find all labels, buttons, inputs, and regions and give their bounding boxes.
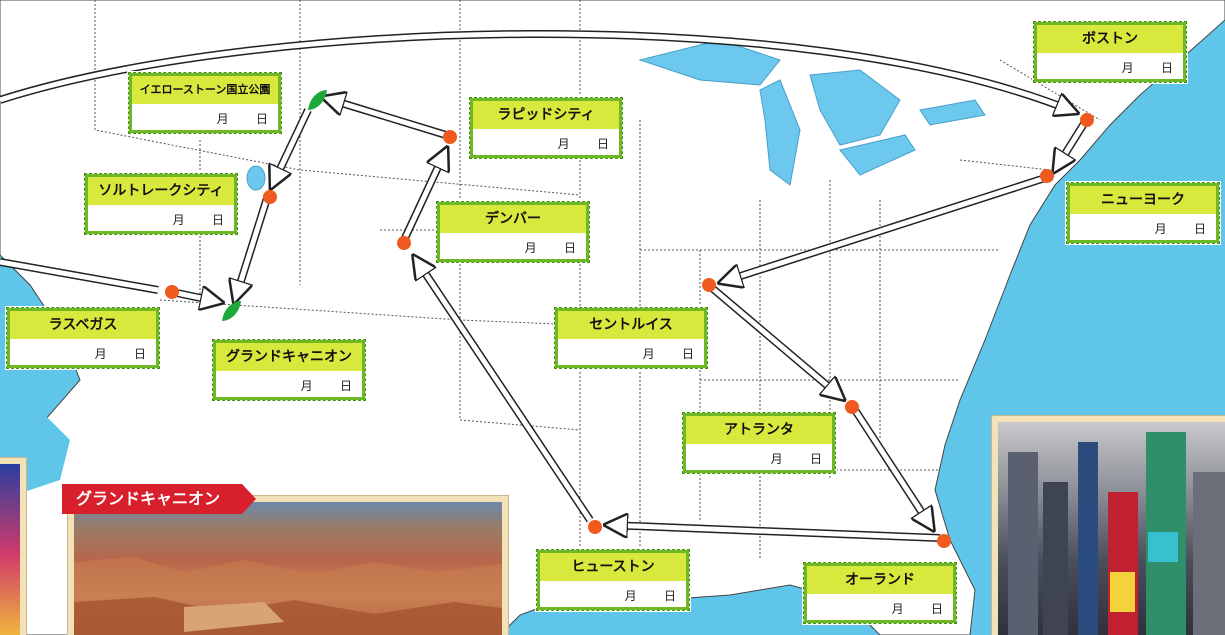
month-label: 月 (557, 137, 570, 151)
stamp-title: ボストン (1037, 25, 1183, 53)
great-salt-lake (246, 165, 266, 191)
stamp-atlanta: アトランタ 月 日 (682, 412, 836, 474)
month-label: 月 (172, 213, 185, 227)
stamp-title: ソルトレークシティ (88, 177, 234, 205)
month-label: 月 (770, 452, 783, 466)
stamp-grand-canyon: グランドキャニオン 月 日 (212, 339, 366, 401)
stamp-rapid-city: ラピッドシティ 月 日 (469, 97, 623, 159)
stamp-title: ニューヨーク (1070, 186, 1216, 214)
stamp-title: アトランタ (686, 416, 832, 444)
month-label: 月 (300, 379, 313, 393)
photo-left-edge (0, 458, 26, 635)
marker-orlando (937, 534, 951, 548)
marker-salt-lake-city (263, 190, 277, 204)
stamp-orlando: オーランド 月 日 (803, 562, 957, 624)
month-label: 月 (624, 589, 637, 603)
city-markers (165, 113, 1094, 548)
month-label: 月 (1154, 222, 1167, 236)
stamp-title: セントルイス (558, 311, 704, 339)
marker-denver (397, 236, 411, 250)
month-label: 月 (216, 112, 229, 126)
day-label: 日 (596, 137, 609, 151)
stamp-title: グランドキャニオン (216, 343, 362, 371)
great-lakes (638, 39, 986, 186)
marker-st-louis (702, 278, 716, 292)
stamp-yellowstone: イエローストーン国立公園 月 日 (128, 72, 282, 134)
marker-houston (588, 520, 602, 534)
day-label: 日 (563, 241, 576, 255)
marker-rapid-city (443, 130, 457, 144)
stamp-title: ヒューストン (540, 553, 686, 581)
day-label: 日 (681, 347, 694, 361)
day-label: 日 (1193, 222, 1206, 236)
month-label: 月 (642, 347, 655, 361)
stamp-title: ラピッドシティ (473, 101, 619, 129)
day-label: 日 (930, 602, 943, 616)
month-label: 月 (1121, 61, 1134, 75)
canyon-illustration (74, 557, 502, 635)
day-label: 日 (1160, 61, 1173, 75)
stamp-boston: ボストン 月 日 (1033, 21, 1187, 83)
stamp-title: ラスベガス (10, 311, 156, 339)
day-label: 日 (133, 347, 146, 361)
month-label: 月 (891, 602, 904, 616)
times-square-photo (992, 416, 1225, 635)
leaf-icon-grand-canyon (222, 301, 241, 321)
leaf-icon-yellowstone (308, 90, 327, 110)
day-label: 日 (211, 213, 224, 227)
stamp-title: オーランド (807, 566, 953, 594)
stamp-title: イエローストーン国立公園 (132, 76, 278, 104)
park-markers (222, 90, 327, 321)
marker-new-york (1040, 169, 1054, 183)
marker-boston (1080, 113, 1094, 127)
day-label: 日 (809, 452, 822, 466)
stamp-las-vegas: ラスベガス 月 日 (6, 307, 160, 369)
month-label: 月 (94, 347, 107, 361)
route-arrows (0, 30, 1089, 542)
day-label: 日 (339, 379, 352, 393)
stamp-st-louis: セントルイス 月 日 (554, 307, 708, 369)
marker-atlanta (845, 400, 859, 414)
day-label: 日 (663, 589, 676, 603)
day-label: 日 (255, 112, 268, 126)
city-illustration (1008, 432, 1225, 635)
marker-las-vegas (165, 285, 179, 299)
stamp-denver: デンバー 月 日 (436, 201, 590, 263)
stamp-salt-lake-city: ソルトレークシティ 月 日 (84, 173, 238, 235)
month-label: 月 (524, 241, 537, 255)
grand-canyon-photo-caption: グランドキャニオン (62, 484, 257, 514)
grand-canyon-photo (68, 496, 508, 635)
stamp-new-york: ニューヨーク 月 日 (1066, 182, 1220, 244)
stamp-houston: ヒューストン 月 日 (536, 549, 690, 611)
stamp-title: デンバー (440, 205, 586, 233)
